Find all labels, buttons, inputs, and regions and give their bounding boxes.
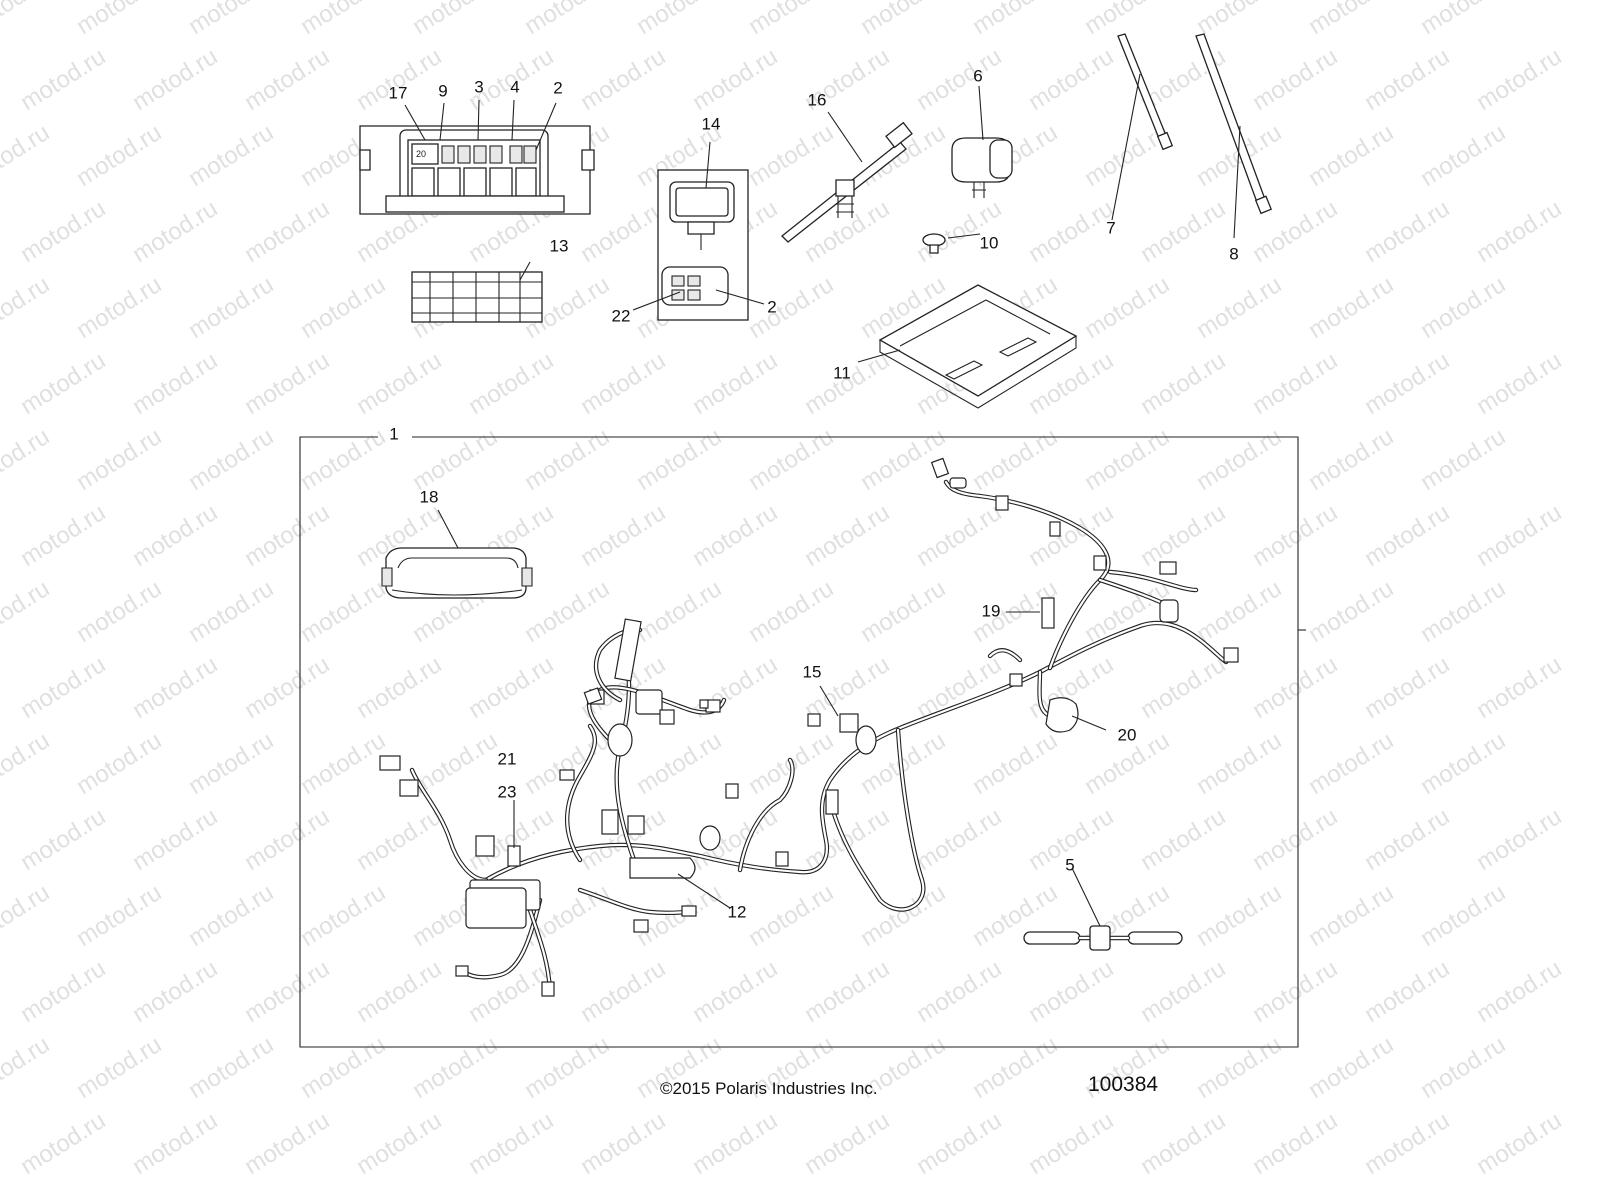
copyright-notice: ©2015 Polaris Industries Inc. <box>660 1079 878 1098</box>
push-rivet <box>922 233 981 254</box>
callout-22: 22 <box>611 306 631 326</box>
figure-number: 100384 <box>1088 1073 1159 1096</box>
callout-21: 21 <box>497 749 517 769</box>
callout-6: 6 <box>973 66 983 86</box>
fuse-cell-label: 20 <box>416 149 426 159</box>
callout-23: 23 <box>497 782 517 802</box>
fuse-slots: 20 <box>411 143 537 197</box>
callout-20: 20 <box>1117 725 1137 745</box>
callout-4: 4 <box>510 77 520 97</box>
callout-13: 13 <box>549 236 569 256</box>
callout-8: 8 <box>1229 244 1239 264</box>
callout-18: 18 <box>419 487 439 507</box>
callout-19: 19 <box>981 601 1001 621</box>
callout-7: 7 <box>1106 218 1116 238</box>
inline-fuse-holder <box>1023 867 1183 951</box>
relay-cover <box>381 509 533 599</box>
fuse-box-connector: 20 <box>359 99 595 215</box>
callout-9: 9 <box>438 81 448 101</box>
callout-14: 14 <box>701 114 721 134</box>
callout-15: 15 <box>802 662 822 682</box>
callout-2-panel: 2 <box>767 297 777 317</box>
cable-tie-mount <box>781 111 913 243</box>
callout-17: 17 <box>388 83 408 103</box>
callout-11: 11 <box>833 363 851 383</box>
harness-frame <box>299 436 1306 1048</box>
mounting-bracket <box>857 284 1078 409</box>
callout-1: 1 <box>389 424 399 444</box>
callout-5: 5 <box>1065 855 1075 875</box>
callout-2-fusebox: 2 <box>553 78 563 98</box>
single-connector <box>951 85 1013 198</box>
leader-lines <box>513 611 1107 909</box>
fuse-label-decal <box>411 261 543 323</box>
connector-panel <box>632 141 765 321</box>
callout-3: 3 <box>474 77 484 97</box>
harness-connectors <box>379 457 1239 997</box>
callout-10: 10 <box>979 233 999 253</box>
callout-12: 12 <box>727 902 747 922</box>
callout-16: 16 <box>807 90 827 110</box>
cable-straps <box>1111 33 1273 239</box>
